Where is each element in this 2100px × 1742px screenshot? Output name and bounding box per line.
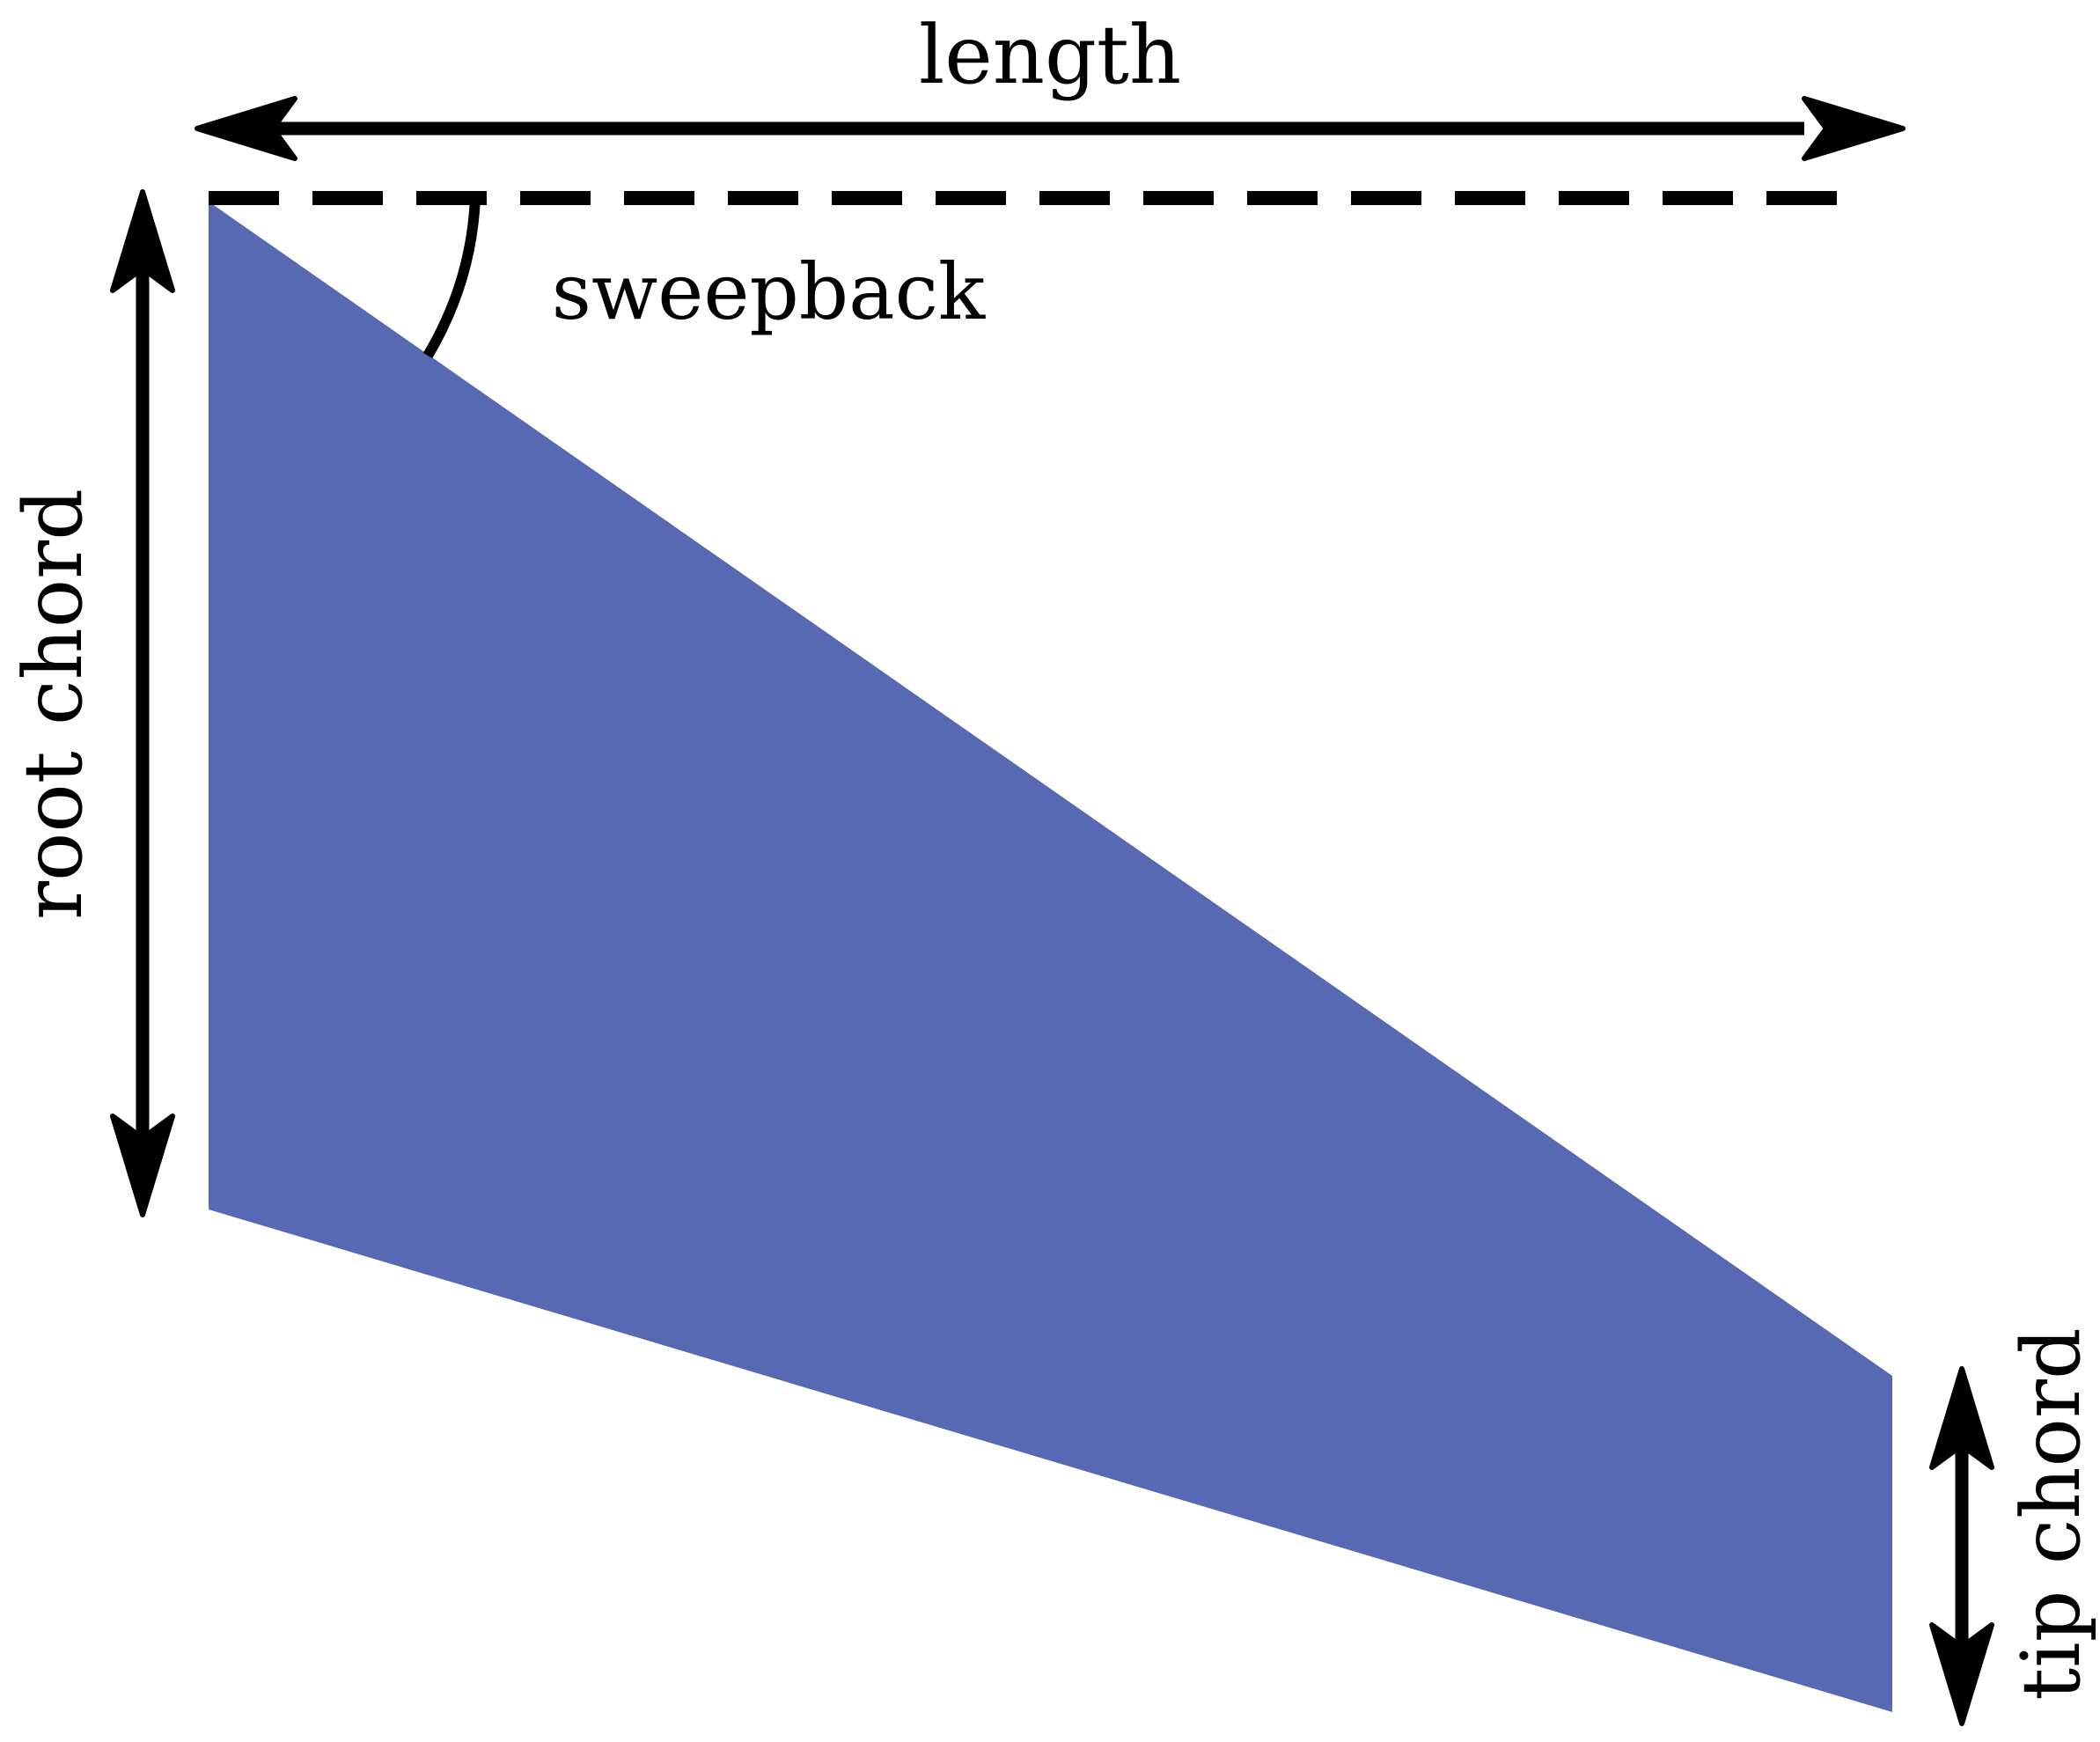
sweepback-label: sweepback — [552, 246, 986, 337]
length-label: length — [919, 8, 1181, 102]
length-arrow-right-head — [1802, 96, 1905, 161]
length-arrow-left-head — [195, 96, 297, 161]
length-arrow — [195, 96, 1905, 161]
root-chord-arrow-top-head — [110, 189, 175, 293]
tip-chord-arrow — [1929, 1366, 1994, 1726]
wing-planform-shape — [209, 202, 1892, 1712]
root-chord-label: root chord — [6, 489, 100, 920]
root-chord-arrow-bottom-head — [110, 1114, 175, 1217]
root-chord-arrow — [110, 189, 175, 1217]
sweepback-angle-arc — [422, 196, 481, 359]
tip-chord-label: tip chord — [2004, 1327, 2098, 1701]
tip-chord-arrow-bottom-head — [1929, 1622, 1994, 1726]
tip-chord-arrow-top-head — [1929, 1366, 1994, 1470]
